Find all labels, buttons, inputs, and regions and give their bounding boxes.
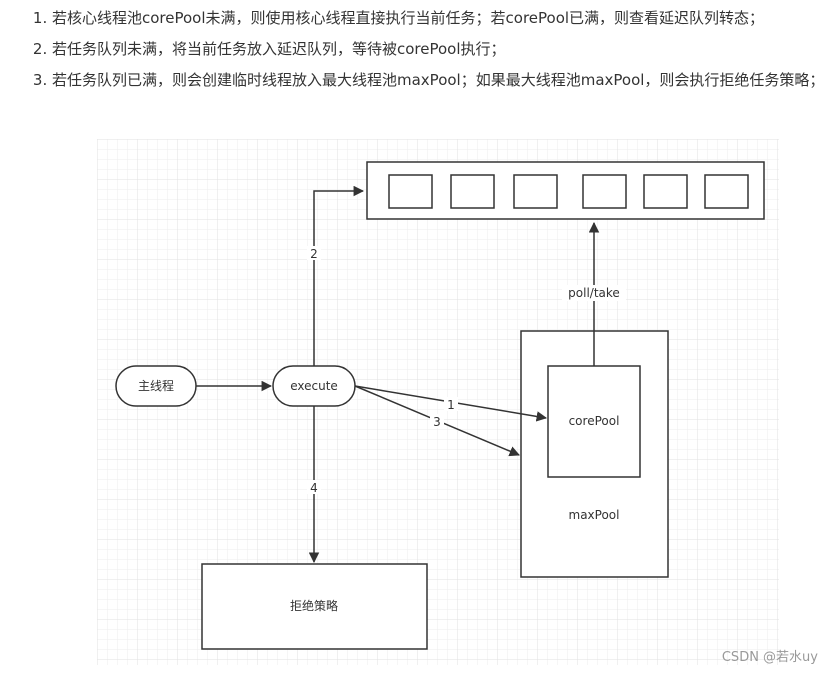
edge-4-label: 4	[310, 481, 318, 495]
step-1: 若核心线程池corePool未满，则使用核心线程直接执行当前任务；若corePo…	[52, 6, 832, 30]
delay-queue	[366, 161, 765, 220]
edge-2-label: 2	[310, 247, 318, 261]
execute-label: execute	[290, 379, 338, 393]
thread-pool-diagram: 主线程 execute maxPool corePool 拒绝策略 2 1 3	[97, 139, 779, 665]
queue-slot	[704, 174, 749, 209]
edge-3-label: 3	[433, 415, 441, 429]
poll-take-label: poll/take	[568, 286, 620, 300]
reject-policy-label: 拒绝策略	[290, 598, 338, 613]
queue-slot	[513, 174, 558, 209]
main-thread-label: 主线程	[138, 378, 174, 393]
steps-list: 若核心线程池corePool未满，则使用核心线程直接执行当前任务；若corePo…	[30, 6, 832, 99]
queue-slot	[388, 174, 433, 209]
core-pool-label: corePool	[569, 414, 620, 428]
queue-slots	[388, 174, 749, 209]
step-3: 若任务队列已满，则会创建临时线程放入最大线程池maxPool；如果最大线程池ma…	[52, 68, 832, 92]
queue-slot	[643, 174, 688, 209]
max-pool-label: maxPool	[569, 508, 620, 522]
queue-slot	[582, 174, 627, 209]
step-2: 若任务队列未满，将当前任务放入延迟队列，等待被corePool执行；	[52, 37, 832, 61]
queue-slot	[450, 174, 495, 209]
main-thread-node: 主线程	[115, 365, 197, 407]
csdn-watermark: CSDN @若水uy	[721, 650, 818, 665]
reject-policy-node: 拒绝策略	[201, 563, 428, 650]
edge-2-to-queue	[313, 185, 365, 366]
core-pool-node: corePool	[547, 365, 641, 478]
execute-node: execute	[272, 365, 356, 407]
edge-1-label: 1	[447, 398, 455, 412]
